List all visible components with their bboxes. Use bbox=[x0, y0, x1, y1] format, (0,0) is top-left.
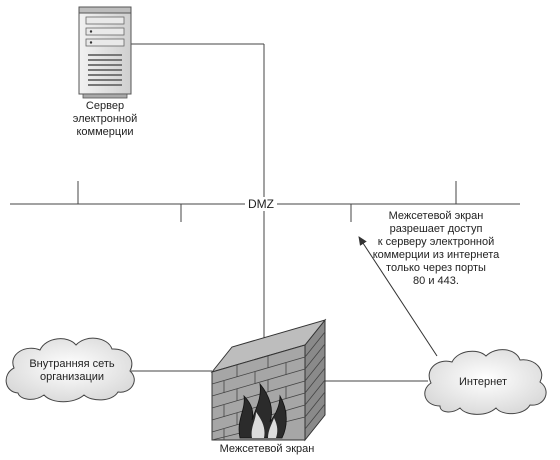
server-label-line-1: Сервер bbox=[85, 100, 125, 112]
server-icon bbox=[78, 6, 132, 99]
note-line-6: 80 и 443. bbox=[413, 275, 459, 287]
access-note: Межсетевой экран разрешает доступ к серв… bbox=[366, 210, 506, 288]
note-line-4: коммерции из интернета bbox=[372, 249, 500, 261]
access-arrow bbox=[358, 236, 438, 357]
internal-network-label: Внутранняя сеть организации bbox=[10, 358, 134, 384]
internet-cloud-icon bbox=[424, 349, 547, 415]
dmz-label: DMZ bbox=[245, 197, 277, 211]
note-line-1: Межсетевой экран bbox=[388, 210, 484, 222]
server-label-line-3: коммерции bbox=[76, 126, 134, 138]
internal-network-label-line-1: Внутранняя сеть bbox=[29, 358, 115, 370]
internal-network-cloud-icon bbox=[5, 337, 135, 403]
internet-label: Интернет bbox=[459, 376, 507, 388]
note-line-2: разрешает доступ bbox=[389, 223, 483, 235]
firewall-icon bbox=[210, 318, 327, 442]
server-label: Сервер электронной коммерции bbox=[48, 100, 162, 139]
note-line-5: только через порты bbox=[386, 262, 486, 274]
firewall-label: Межсетевой экран bbox=[219, 443, 315, 455]
internal-network-label-line-2: организации bbox=[39, 371, 105, 383]
server-label-line-2: электронной bbox=[72, 113, 138, 125]
note-line-3: к серверу электронной bbox=[377, 236, 495, 248]
